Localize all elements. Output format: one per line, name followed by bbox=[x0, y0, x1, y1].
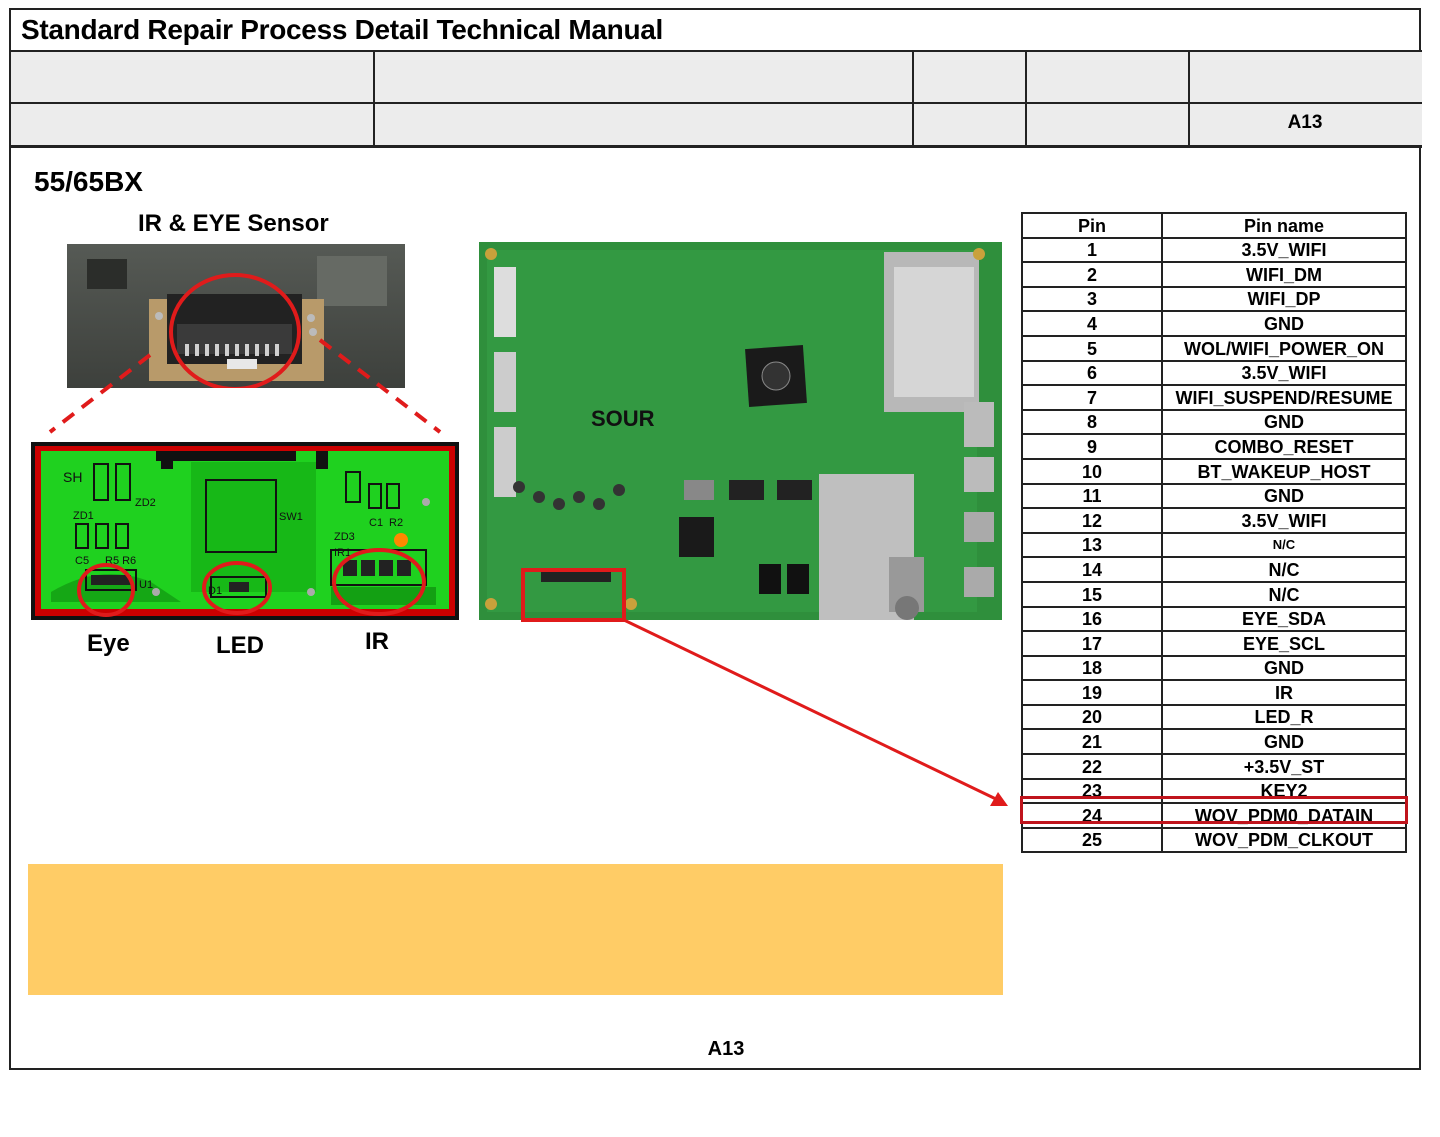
pin-number: 6 bbox=[1021, 359, 1163, 387]
pin-number: 14 bbox=[1021, 556, 1163, 583]
pin-name: BT_WAKEUP_HOST bbox=[1161, 457, 1407, 485]
pin-number: 23 bbox=[1021, 777, 1163, 805]
led-label: LED bbox=[216, 632, 264, 659]
pin-name: WOV_PDM_CLKOUT bbox=[1161, 826, 1407, 854]
svg-text:U1: U1 bbox=[139, 579, 153, 591]
svg-text:ZD3: ZD3 bbox=[334, 531, 355, 543]
pin-number: 11 bbox=[1021, 482, 1163, 510]
pin-number: 7 bbox=[1021, 384, 1163, 411]
pin-number: 20 bbox=[1021, 703, 1163, 731]
pin-number: 10 bbox=[1021, 457, 1163, 485]
pin-name: LED_R bbox=[1161, 703, 1407, 731]
svg-text:C1: C1 bbox=[369, 517, 383, 529]
header-code: A13 bbox=[1287, 112, 1323, 133]
sensor-heading: IR & EYE Sensor bbox=[138, 210, 329, 237]
pin-name: 3.5V_WIFI bbox=[1161, 507, 1407, 534]
pin-number: 13 bbox=[1021, 531, 1163, 559]
pin-number: 16 bbox=[1021, 605, 1163, 633]
pin-name: 3.5V_WIFI bbox=[1161, 359, 1407, 387]
board-marking: SOUR bbox=[591, 406, 655, 431]
pin-number: 3 bbox=[1021, 285, 1163, 313]
pin-number: 19 bbox=[1021, 679, 1163, 706]
pin-number: 25 bbox=[1021, 826, 1163, 854]
svg-text:R2: R2 bbox=[389, 517, 403, 529]
pin-name: WOL/WIFI_POWER_ON bbox=[1161, 334, 1407, 362]
note-box bbox=[28, 864, 1003, 995]
sensor-pcb-layout: SH ZD1 ZD2 C5 R5 R6 U1 D1 SW1 ZD3 IR1 C1… bbox=[31, 442, 459, 620]
pin-number: 17 bbox=[1021, 630, 1163, 657]
svg-text:SW1: SW1 bbox=[279, 511, 303, 523]
pin-name: 3.5V_WIFI bbox=[1161, 236, 1407, 264]
page-title: Standard Repair Process Detail Technical… bbox=[21, 14, 664, 45]
footer-page: A13 bbox=[707, 1038, 745, 1060]
highlighted-pin-row bbox=[1020, 796, 1408, 824]
svg-text:ZD2: ZD2 bbox=[135, 497, 156, 509]
pin-number: 15 bbox=[1021, 580, 1163, 608]
pin-name: EYE_SDA bbox=[1161, 605, 1407, 633]
svg-text:IR1: IR1 bbox=[334, 547, 351, 559]
header-grid bbox=[11, 50, 1422, 148]
svg-text:D1: D1 bbox=[208, 585, 222, 597]
model-heading: 55/65BX bbox=[34, 166, 143, 197]
pin-name: GND bbox=[1161, 654, 1407, 682]
eye-label: Eye bbox=[87, 630, 130, 657]
pin-number: 24 bbox=[1021, 802, 1163, 829]
svg-text:C5: C5 bbox=[75, 555, 89, 567]
pin-number: 22 bbox=[1021, 753, 1163, 780]
main-board-photo: SOUR bbox=[479, 242, 1002, 620]
svg-text:ZD1: ZD1 bbox=[73, 510, 94, 522]
page-frame bbox=[9, 8, 1421, 1070]
pin-number: 4 bbox=[1021, 310, 1163, 337]
pin-name: WIFI_DM bbox=[1161, 261, 1407, 288]
pin-name: IR bbox=[1161, 679, 1407, 706]
svg-text:SH: SH bbox=[63, 469, 82, 485]
pin-name: GND bbox=[1161, 310, 1407, 337]
pin-name: WIFI_SUSPEND/RESUME bbox=[1161, 384, 1407, 411]
pin-name: N/C bbox=[1161, 580, 1407, 608]
ir-label: IR bbox=[365, 628, 389, 655]
pin-number: 21 bbox=[1021, 728, 1163, 756]
